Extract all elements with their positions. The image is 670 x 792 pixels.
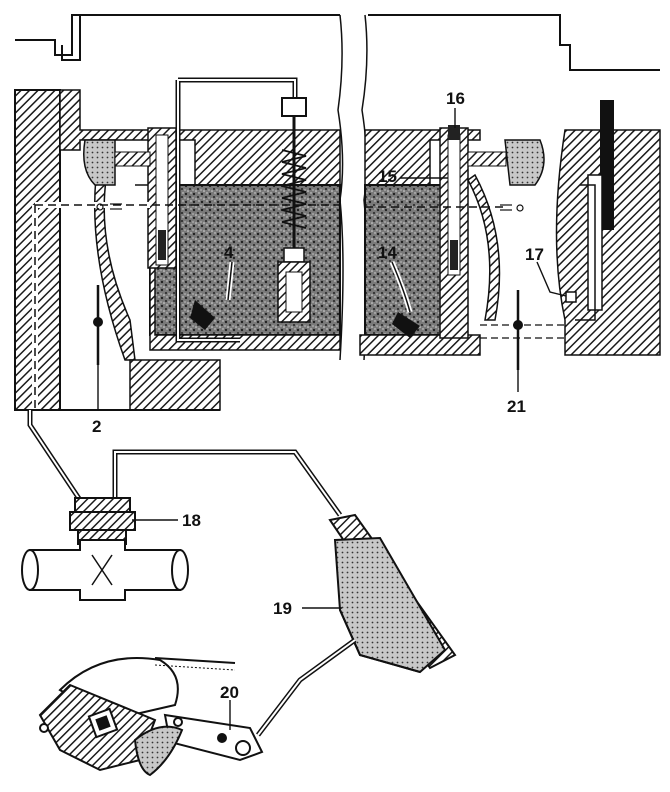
section-break — [337, 14, 344, 361]
leader-lines — [97, 108, 567, 730]
callout-21: 21 — [507, 397, 526, 416]
needle-valve-spring — [277, 97, 311, 323]
callout-4: 4 — [224, 243, 234, 262]
callout-18: 18 — [182, 511, 201, 530]
float-bowl-right — [364, 184, 446, 336]
float-lever-left — [190, 300, 215, 330]
accelerator-pedal — [328, 513, 457, 674]
callout-19: 19 — [273, 599, 292, 618]
throttle-valve-left — [93, 285, 103, 365]
right-barrel-wall — [555, 129, 661, 356]
air-nozzle-right — [504, 139, 545, 186]
throttle-rod — [112, 449, 343, 517]
float-lever-right — [392, 312, 420, 338]
throttle-valve-right — [513, 290, 523, 370]
pipe-fitting — [21, 497, 189, 601]
callout-14: 14 — [378, 243, 397, 262]
callout-17: 17 — [525, 245, 544, 264]
base-casting-left — [129, 359, 221, 411]
callout-20: 20 — [220, 683, 239, 702]
callout-15: 15 — [378, 167, 397, 186]
throttle-cam-bracket — [38, 657, 236, 777]
pedal-arm — [256, 637, 357, 737]
air-nozzle-left — [83, 139, 116, 186]
right-venturi — [467, 173, 501, 321]
callout-2: 2 — [92, 417, 101, 436]
callout-16: 16 — [446, 89, 465, 108]
pump-nozzle — [565, 291, 577, 303]
choke-cable-left — [27, 410, 83, 502]
carburetor-body — [15, 14, 660, 71]
